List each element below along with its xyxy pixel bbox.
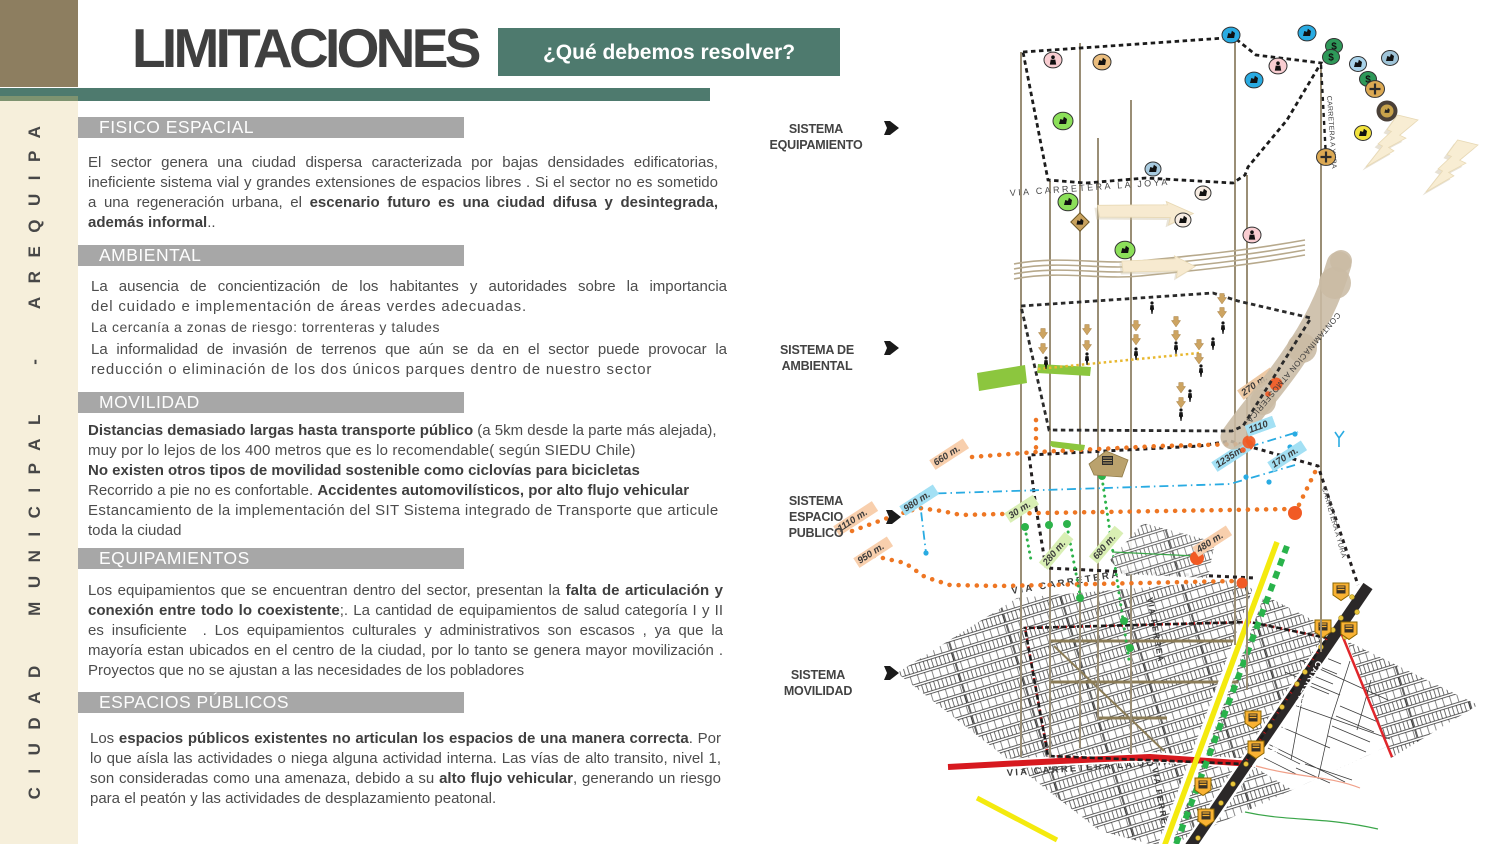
svg-text:MOVILIDAD: MOVILIDAD xyxy=(784,684,853,698)
svg-text:280 m.: 280 m. xyxy=(1040,538,1068,568)
svg-text:AMBIENTAL: AMBIENTAL xyxy=(782,359,853,373)
svg-text:$: $ xyxy=(1331,41,1337,52)
svg-text:170 m.: 170 m. xyxy=(1270,445,1301,470)
svg-text:30 m.: 30 m. xyxy=(1007,499,1033,521)
svg-text:CARRETERA A YURA: CARRETERA A YURA xyxy=(1320,487,1347,559)
svg-text:980 m.: 980 m. xyxy=(902,489,933,514)
svg-text:VIA CARRETERA LA JOYA: VIA CARRETERA LA JOYA xyxy=(1009,177,1170,198)
svg-text:EQUIPAMIENTO: EQUIPAMIENTO xyxy=(770,138,863,152)
svg-text:$: $ xyxy=(1328,52,1334,63)
svg-text:$: $ xyxy=(1365,74,1371,85)
svg-text:SISTEMA: SISTEMA xyxy=(789,122,843,136)
svg-text:SISTEMA: SISTEMA xyxy=(791,668,845,682)
svg-text:ESPACIO: ESPACIO xyxy=(789,510,843,524)
svg-text:950 m.: 950 m. xyxy=(856,541,887,566)
svg-text:660 m.: 660 m. xyxy=(932,443,963,468)
svg-text:PUBLICO: PUBLICO xyxy=(789,526,844,540)
svg-text:SISTEMA DE: SISTEMA DE xyxy=(780,343,854,357)
svg-text:SISTEMA: SISTEMA xyxy=(789,494,843,508)
svg-text:CONTAMINACION ATMOSFERICA: CONTAMINACION ATMOSFERICA xyxy=(1245,311,1343,425)
